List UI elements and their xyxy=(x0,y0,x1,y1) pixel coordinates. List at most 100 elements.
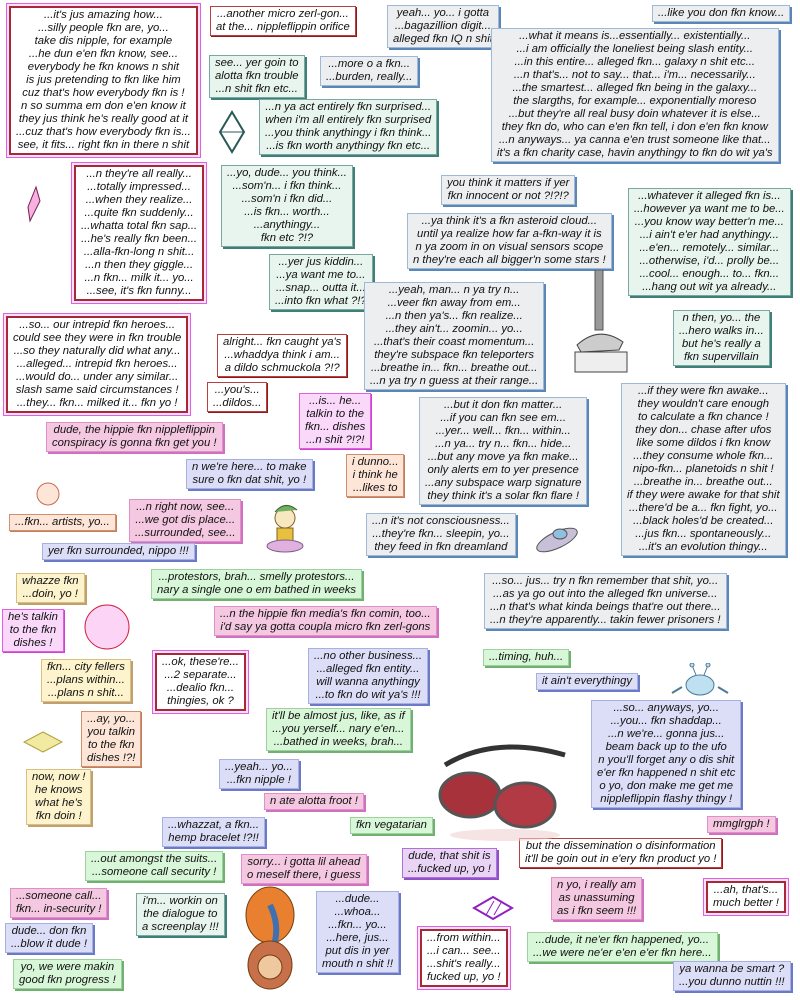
bubble-line: ...to fkn do wit ya's !!! xyxy=(315,689,421,701)
speech-bubble: ...you's......dildos... xyxy=(207,382,268,412)
bubble-line: ...dealio fkn... xyxy=(166,682,235,694)
bubble-line: ...in this entire... alleged fkn... gala… xyxy=(514,56,756,68)
bubble-line: fucked up, yo ! xyxy=(427,971,501,983)
bubble-line: but the dissemination o disinformation xyxy=(525,840,716,852)
speech-bubble: yeah... yo... i gotta...bagazillion digi… xyxy=(387,5,499,48)
bubble-line: ...it's jus amazing how... xyxy=(43,9,163,21)
bubble-line: ...n they're apparently... takin fewer p… xyxy=(490,614,721,626)
bubble-line: ...n fkn... milk it... yo... xyxy=(84,272,194,284)
bubble-line: nipo-fkn... planetoids n shit ! xyxy=(632,463,774,475)
bubble-line: ...but it don fkn matter... xyxy=(444,399,563,411)
bubble-line: n so summa em don e'en know it xyxy=(21,100,186,112)
bubble-line: mmglrgph ! xyxy=(713,818,770,830)
speech-bubble: it ain't everythingy xyxy=(536,673,639,690)
speech-bubble: ...timing, huh... xyxy=(483,649,570,666)
bubble-line: they jus think he's really good at it xyxy=(18,113,189,125)
bubble-line: n yo, i really am xyxy=(557,879,637,891)
bubble-line: ...someone call... xyxy=(16,890,102,902)
pink-circle-icon xyxy=(84,604,130,650)
bubble-line: ...yer... well... fkn... within... xyxy=(435,425,571,437)
bubble-line: ...silly people fkn are, yo... xyxy=(38,22,169,34)
bubble-line: ...here, jus... xyxy=(326,932,389,944)
bubble-line: ...timing, huh... xyxy=(489,651,564,663)
bubble-line: ...it's an evolution thingy... xyxy=(638,541,768,553)
teal-diamond-icon xyxy=(218,110,246,154)
bubble-line: yer fkn surrounded, nippo !!! xyxy=(48,545,189,557)
speech-bubble: ...whatever it alleged fkn is......howev… xyxy=(628,188,791,296)
bubble-line: ...som'n i fkn did... xyxy=(241,193,333,205)
bubble-line: nippleflippin flashy thingy ! xyxy=(600,793,733,805)
speech-bubble: ...so... anyways, yo......you... fkn sha… xyxy=(591,700,742,808)
bubble-line: ...doin, yo ! xyxy=(22,588,78,600)
speech-bubble: ...dude, it ne'er fkn happened, yo......… xyxy=(527,932,718,962)
bubble-line: ...otherwise, i'd... prolly be... xyxy=(639,255,780,267)
bubble-line: they feed in fkn dreamland xyxy=(374,541,508,553)
peach-circle-icon xyxy=(36,482,60,506)
bubble-line: ...would do... under any similar... xyxy=(16,371,179,383)
bubble-line: ...n shit ?!?! xyxy=(305,434,365,446)
bubble-line: ...veer fkn away from em... xyxy=(387,297,521,309)
bubble-line: hemp bracelet !?!! xyxy=(168,832,259,844)
speech-bubble: ...protestors, brah... smelly protestors… xyxy=(151,569,363,599)
bubble-line: ...e'en... remotely... similar... xyxy=(639,242,780,254)
bubble-line: dude, that shit is xyxy=(408,850,491,862)
bubble-line: ...you dunno nuttin !!! xyxy=(679,976,785,988)
speech-bubble: ...more o a fkn......burden, really... xyxy=(320,56,419,86)
bubble-line: e'er fkn happened n shit etc xyxy=(597,767,736,779)
bubble-line: fkn doin ! xyxy=(35,810,82,822)
bubble-line: ...they... fkn... milked it... fkn yo ! xyxy=(16,397,178,409)
bubble-line: ...hero walks in... xyxy=(679,325,764,337)
bubble-line: ...the smartest... alleged fkn being in … xyxy=(512,82,758,94)
bubble-line: n then, yo... the xyxy=(682,312,761,324)
speech-bubble: whazze fkn...doin, yo ! xyxy=(16,573,85,603)
bubble-line: ...breathe in... fkn... breathe out... xyxy=(370,362,538,374)
bubble-line: ...ya want me to... xyxy=(276,269,366,281)
speech-bubble: ...ok, these're......2 separate......dea… xyxy=(155,653,246,711)
speech-bubble: ...n the hippie fkn media's fkn comin, t… xyxy=(214,606,437,636)
bubble-line: ...burden, really... xyxy=(326,71,413,83)
pink-diamond-icon xyxy=(27,185,41,223)
bubble-line: ...another micro zerl-gon... xyxy=(216,8,349,20)
speech-bubble: ...ah, that's...much better ! xyxy=(706,881,786,913)
girl-meditating-image xyxy=(266,505,304,553)
bubble-line: ...see, it's fkn funny... xyxy=(86,285,192,297)
bubble-line: ...dude, it ne'er fkn happened, yo... xyxy=(535,934,710,946)
bubble-line: is jus pretending to fkn like him xyxy=(26,74,181,86)
bubble-line: ...whatever it alleged fkn is... xyxy=(638,190,781,202)
bubble-line: ...n the hippie fkn media's fkn comin, t… xyxy=(220,608,431,620)
bubble-line: take dis nipple, for example xyxy=(34,35,173,47)
bubble-line: ...ok, these're... xyxy=(162,656,239,668)
bubble-line: ...whoa... xyxy=(334,906,381,918)
bubble-line: dishes !?! xyxy=(87,752,136,764)
bubble-line: ...if you can fkn see em... xyxy=(440,412,566,424)
bubble-line: ...i am officially the loneliest being s… xyxy=(516,43,754,55)
bubble-line: ...however ya want me to be... xyxy=(634,203,785,215)
speech-bubble: ...n it's not consciousness......they're… xyxy=(366,513,516,556)
bubble-line: alright... fkn caught ya's xyxy=(223,336,342,348)
speech-bubble: ...yeah... yo......fkn nipple ! xyxy=(219,759,299,789)
bubble-line: like some dildos i fkn know xyxy=(636,437,771,449)
speech-bubble: dude... don fkn...blow it dude ! xyxy=(5,923,93,953)
bubble-line: see, it fits... right fkn in there n shi… xyxy=(17,139,190,151)
bubble-line: fkn etc ?!? xyxy=(260,232,314,244)
bubble-line: ...you's... xyxy=(214,384,260,396)
bubble-line: ...dude... xyxy=(335,893,380,905)
bubble-line: ...what it means is...essentially... exi… xyxy=(519,30,751,42)
speech-bubble: it'll be almost jus, like, as if...you y… xyxy=(266,708,411,751)
bubble-line: i think he xyxy=(352,469,398,481)
bubble-line: ...but they're all real busy doin whatev… xyxy=(508,108,761,120)
bubble-line: ...ay, yo... xyxy=(87,713,136,725)
speech-bubble: ...but it don fkn matter......if you can… xyxy=(419,397,588,505)
bubble-line: ...fkn nipple ! xyxy=(226,774,291,786)
bubble-line: ...n ya act entirely fkn surprised... xyxy=(265,101,432,113)
bubble-line: beam back up to the ufo xyxy=(605,741,727,753)
bubble-line: sorry... i gotta lil ahead xyxy=(247,856,361,868)
bubble-line: ...protestors, brah... smelly protestors… xyxy=(158,571,355,583)
speech-bubble: ...no other business......alleged fkn en… xyxy=(308,648,429,704)
bubble-line: ...you yerself... nary e'en... xyxy=(272,723,405,735)
speech-bubble: ...so... jus... try n fkn remember that … xyxy=(484,573,727,629)
bubble-line: could see they were in fkn trouble xyxy=(13,332,182,344)
bubble-line: ...hang out wit ya already... xyxy=(642,281,777,293)
